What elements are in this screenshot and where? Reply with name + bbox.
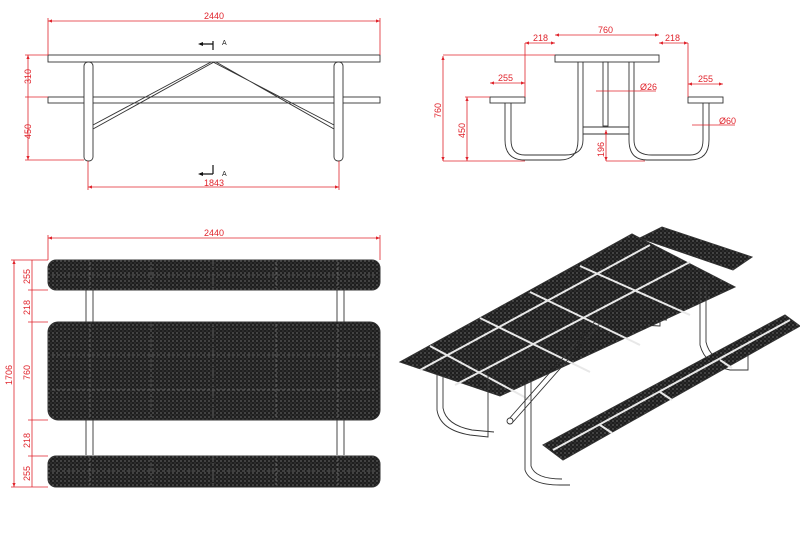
svg-text:A: A — [222, 40, 227, 47]
section-marker-top: A — [198, 40, 227, 50]
dim-seat-height: 450 — [23, 124, 33, 139]
dimensions: 2440 1706 255 218 760 218 255 — [4, 228, 381, 488]
iso-brace-bolt — [506, 417, 514, 425]
leg-frame-right — [628, 62, 710, 161]
dim-top-depth: 760 — [598, 25, 613, 35]
plan-view: 2440 1706 255 218 760 218 255 — [4, 228, 381, 488]
dimensions: 2440 310 450 1843 — [23, 11, 381, 190]
isometric-view — [398, 226, 800, 486]
dim-overall-length: 2440 — [204, 11, 224, 21]
dim-seat-height: 450 — [457, 123, 467, 138]
tabletop-plan — [47, 321, 381, 421]
seat-left-section — [489, 96, 526, 104]
seat-right-section — [687, 96, 724, 104]
dim-brace-height: 196 — [596, 142, 606, 157]
dim-leg-spacing: 1843 — [204, 178, 224, 188]
iso-front-leg-left — [436, 372, 495, 438]
cross-brace — [92, 61, 335, 130]
tabletop-edge — [47, 54, 381, 63]
dim-leg-diameter: Ø60 — [719, 116, 736, 126]
front-elevation-view: 2440 310 450 1843 A A — [23, 11, 381, 190]
dim-overall-depth: 1706 — [4, 365, 14, 385]
svg-text:A: A — [222, 171, 227, 178]
section-marker-bottom: A — [198, 165, 227, 178]
dim-gap-left: 218 — [533, 33, 548, 43]
center-brace — [602, 61, 609, 127]
leg-left — [83, 61, 94, 162]
iso-brace — [507, 317, 604, 423]
side-section-view: 760 218 218 255 255 760 450 196 Ø26 Ø60 — [433, 25, 736, 162]
dim-table-height: 760 — [433, 103, 443, 118]
iso-front-seat — [542, 314, 800, 461]
dimensions: 760 218 218 255 255 760 450 196 Ø26 Ø60 — [433, 25, 736, 162]
iso-back-seat — [638, 226, 754, 271]
dim-table-depth: 760 — [22, 365, 32, 380]
dim-gap-bottom: 218 — [22, 433, 32, 448]
leg-frame-left — [504, 62, 584, 161]
dim-seat-left: 255 — [498, 73, 513, 83]
tabletop-section — [554, 54, 660, 63]
iso-front-leg-right — [524, 380, 570, 486]
iso-tabletop — [398, 233, 737, 397]
dim-seat-bottom: 255 — [22, 466, 32, 481]
dim-seat-top: 255 — [22, 269, 32, 284]
dim-gap-top: 218 — [22, 300, 32, 315]
dim-top-to-seat: 310 — [23, 69, 33, 84]
dim-brace-diameter: Ø26 — [640, 82, 657, 92]
dim-gap-right: 218 — [665, 33, 680, 43]
dim-overall-length: 2440 — [204, 228, 224, 238]
dim-seat-right: 255 — [698, 74, 713, 84]
leg-right — [333, 61, 344, 162]
seat-edge — [47, 96, 381, 104]
